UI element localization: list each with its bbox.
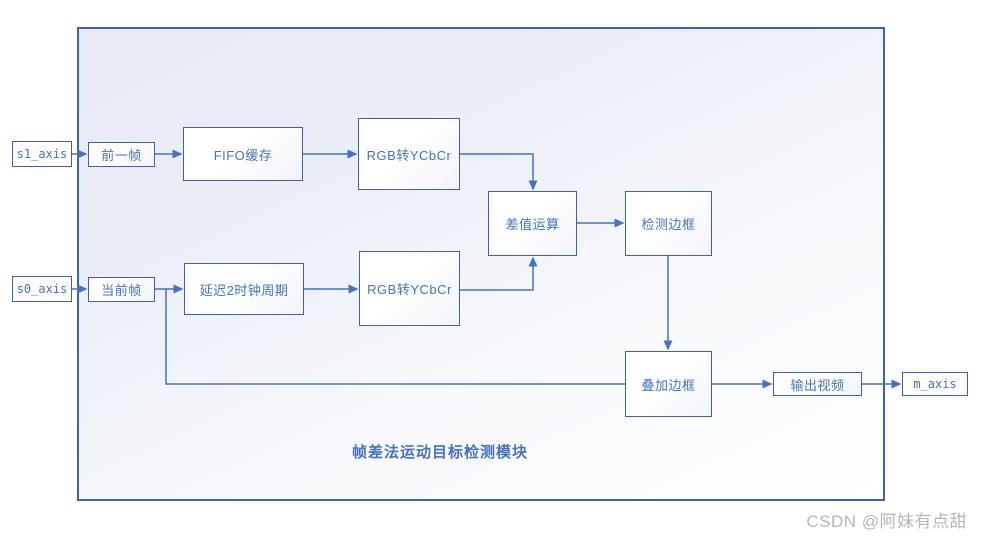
edge-rgbtop-to-diff (460, 153, 538, 191)
node-m-axis: m_axis (902, 372, 968, 396)
diagram-title: 帧差法运动目标检测模块 (351, 444, 528, 461)
node-overlay-border: 叠加边框 (625, 351, 712, 417)
node-previous-frame: 前一帧 (88, 142, 155, 167)
csdn-watermark: CSDN @阿妹有点甜 (806, 512, 967, 531)
node-fifo-buffer: FIFO缓存 (183, 127, 303, 181)
node-current-frame: 当前帧 (88, 277, 155, 302)
node-difference-operation: 差值运算 (488, 191, 577, 256)
node-detect-border: 检测边框 (625, 191, 712, 256)
node-rgb-to-ycbcr-bottom: RGB转YCbCr (359, 251, 460, 326)
edge-rgbbot-to-diff (460, 256, 538, 291)
node-s1-axis: s1_axis (12, 141, 72, 167)
node-delay-2-clock-cycles: 延迟2时钟周期 (184, 263, 304, 315)
node-rgb-to-ycbcr-top: RGB转YCbCr (358, 118, 460, 190)
node-output-video: 输出视频 (773, 372, 862, 396)
node-s0-axis: s0_axis (12, 276, 72, 302)
edge-cur-branch-to-overlay (165, 289, 625, 385)
